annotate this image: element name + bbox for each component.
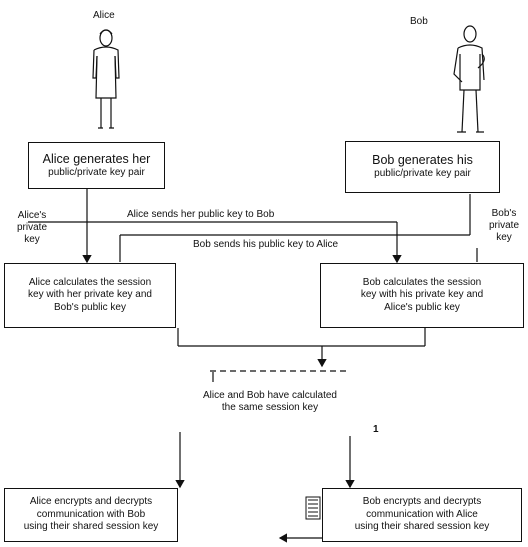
bob-encrypt-line2: communication with Alice — [366, 508, 478, 520]
same-key-line1: Alice and Bob have calculated — [203, 390, 337, 401]
bob-generate-line1: Bob generates his — [372, 153, 473, 168]
alice-label: Alice — [93, 10, 115, 21]
bob-calc-line2: key with his private key and — [360, 289, 484, 301]
bob-private-key-line3: key — [496, 232, 512, 243]
alice-calc-line2: key with her private key and — [28, 289, 152, 301]
alice-private-key-line3: key — [24, 234, 40, 245]
bob-calc-line3: Alice's public key — [384, 301, 460, 313]
same-key-line2: the same session key — [221, 402, 319, 413]
bob-label: Bob — [410, 16, 428, 27]
bob-encrypt-line3: using their shared session key — [354, 521, 490, 533]
alice-generate-box: Alice generates her public/private key p… — [28, 142, 165, 189]
alice-encrypt-line3: using their shared session key — [23, 521, 159, 533]
alice-private-key-line2: private — [16, 222, 47, 233]
alice-figure-icon — [92, 29, 120, 129]
bob-encrypt-line1: Bob encrypts and decrypts — [362, 496, 482, 508]
bob-private-key-label: Bob's private key — [484, 208, 524, 244]
bob-figure-icon — [453, 25, 485, 133]
bob-generate-line2: public/private key pair — [374, 168, 471, 180]
bob-private-key-line1: Bob's — [491, 208, 517, 219]
alice-encrypt-line1: Alice encrypts and decrypts — [29, 496, 153, 508]
bob-generate-box: Bob generates his public/private key pai… — [345, 141, 500, 193]
alice-encrypt-line2: communication with Bob — [36, 508, 146, 520]
alice-calc-line3: Bob's public key — [54, 301, 126, 313]
bob-private-key-line2: private — [488, 220, 519, 231]
alice-private-key-label: Alice's private key — [12, 210, 52, 246]
bob-sends-label: Bob sends his public key to Alice — [193, 239, 339, 250]
stray-mark: 1 — [373, 424, 379, 435]
alice-generate-line1: Alice generates her — [42, 151, 151, 166]
alice-sends-label: Alice sends her public key to Bob — [127, 209, 275, 220]
alice-calc-box: Alice calculates the session key with he… — [4, 263, 176, 328]
bob-calc-line1: Bob calculates the session — [362, 276, 482, 288]
same-key-label: Alice and Bob have calculated the same s… — [150, 390, 390, 414]
alice-private-key-line1: Alice's — [17, 210, 47, 221]
bob-encrypt-box: Bob encrypts and decrypts communication … — [322, 488, 522, 542]
alice-encrypt-box: Alice encrypts and decrypts communicatio… — [4, 488, 178, 542]
bob-calc-box: Bob calculates the session key with his … — [320, 263, 524, 328]
alice-generate-line2: public/private key pair — [48, 166, 145, 178]
alice-calc-line1: Alice calculates the session — [28, 276, 152, 288]
